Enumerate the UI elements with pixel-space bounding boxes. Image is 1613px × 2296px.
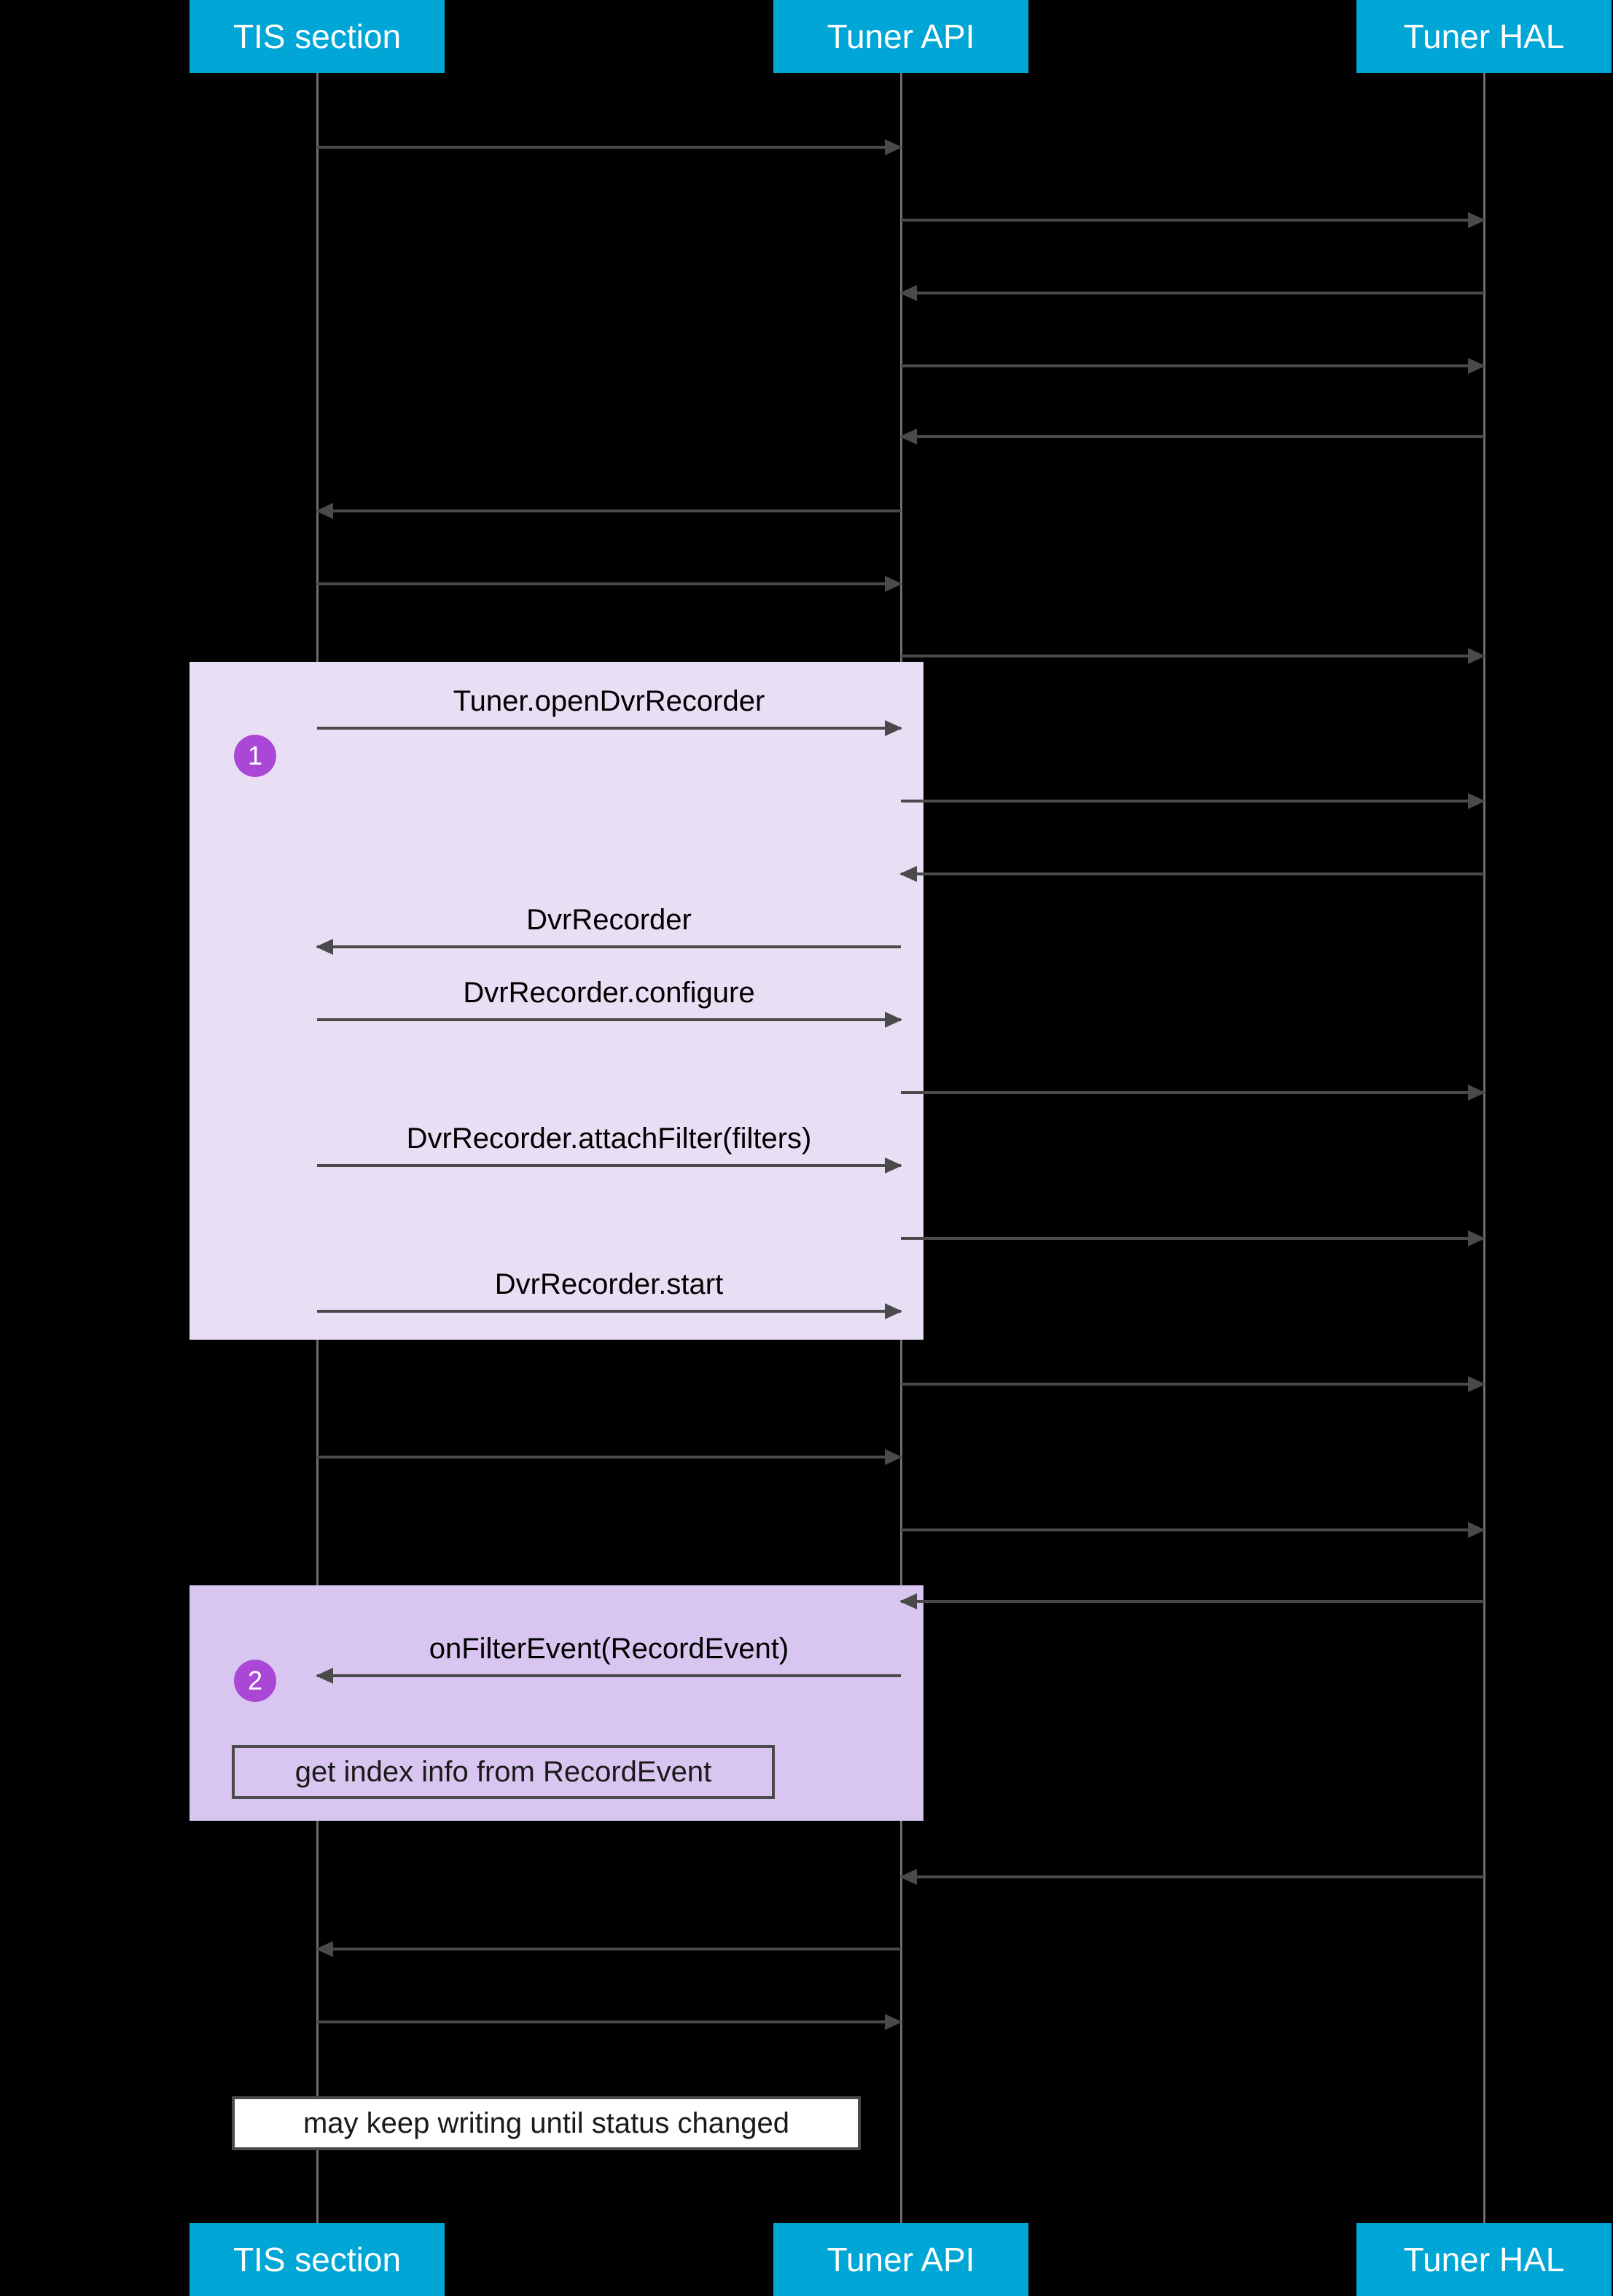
arrow-head-icon: [885, 139, 902, 155]
note-note-1: get index info from RecordEvent: [232, 1745, 775, 1799]
participant-api-footer[interactable]: Tuner API: [773, 2223, 1028, 2296]
message-line: [901, 872, 1484, 875]
message-line: [901, 1383, 1484, 1386]
arrow-head-icon: [1468, 1085, 1485, 1101]
arrow-head-icon: [885, 1157, 902, 1174]
message-line: [317, 945, 901, 948]
message-line: [901, 292, 1484, 294]
note-note-2: may keep writing until status changed: [232, 2096, 861, 2150]
message-line: [317, 582, 901, 585]
message-label: Tuner.openDvrRecorder: [453, 685, 765, 717]
message-label: onFilterEvent(RecordEvent): [429, 1633, 789, 1665]
message-line: [901, 435, 1484, 438]
participant-hal-header[interactable]: Tuner HAL: [1356, 0, 1612, 73]
message-line: [317, 1674, 901, 1677]
arrow-head-icon: [316, 939, 333, 955]
arrow-head-icon: [885, 2014, 902, 2030]
arrow-head-icon: [899, 866, 917, 882]
step-badge-1: 1: [234, 735, 276, 777]
participant-hal-footer[interactable]: Tuner HAL: [1356, 2223, 1612, 2296]
arrow-head-icon: [316, 503, 333, 519]
arrow-head-icon: [885, 1449, 902, 1465]
message-line: [317, 2020, 901, 2023]
arrow-head-icon: [316, 1668, 333, 1684]
step-badge-2: 2: [234, 1660, 276, 1702]
message-line: [901, 1528, 1484, 1531]
message-line: [901, 364, 1484, 367]
message-line: [901, 219, 1484, 222]
arrow-head-icon: [1468, 1522, 1485, 1538]
message-line: [317, 1948, 901, 1951]
participant-api-header[interactable]: Tuner API: [773, 0, 1028, 73]
participant-tis-header[interactable]: TIS section: [190, 0, 445, 73]
arrow-head-icon: [1468, 358, 1485, 374]
message-line: [901, 655, 1484, 657]
message-label: DvrRecorder.start: [494, 1268, 724, 1300]
arrow-head-icon: [885, 1303, 902, 1319]
group-fragment-1: [190, 662, 923, 1340]
arrow-head-icon: [899, 285, 917, 301]
arrow-head-icon: [316, 1941, 333, 1957]
arrow-head-icon: [899, 1593, 917, 1609]
participant-tis-footer[interactable]: TIS section: [190, 2223, 445, 2296]
arrow-head-icon: [1468, 212, 1485, 228]
arrow-head-icon: [885, 720, 902, 736]
arrow-head-icon: [1468, 648, 1485, 664]
arrow-head-icon: [885, 1012, 902, 1028]
message-line: [317, 146, 901, 149]
message-line: [317, 1310, 901, 1313]
arrow-head-icon: [885, 576, 902, 592]
message-line: [901, 1091, 1484, 1094]
message-label: DvrRecorder.configure: [463, 977, 755, 1009]
message-line: [901, 1237, 1484, 1240]
lifeline-hal: [1483, 73, 1485, 2223]
message-label: DvrRecorder.attachFilter(filters): [406, 1122, 812, 1155]
message-line: [317, 727, 901, 730]
message-line: [317, 509, 901, 512]
message-label: DvrRecorder: [526, 904, 692, 936]
arrow-head-icon: [1468, 1376, 1485, 1392]
arrow-head-icon: [1468, 793, 1485, 809]
message-line: [901, 800, 1484, 803]
arrow-head-icon: [899, 1869, 917, 1885]
message-line: [901, 1600, 1484, 1603]
arrow-head-icon: [899, 429, 917, 445]
arrow-head-icon: [1468, 1230, 1485, 1246]
message-line: [317, 1456, 901, 1459]
message-line: [901, 1875, 1484, 1878]
message-line: [317, 1164, 901, 1167]
message-line: [317, 1018, 901, 1021]
